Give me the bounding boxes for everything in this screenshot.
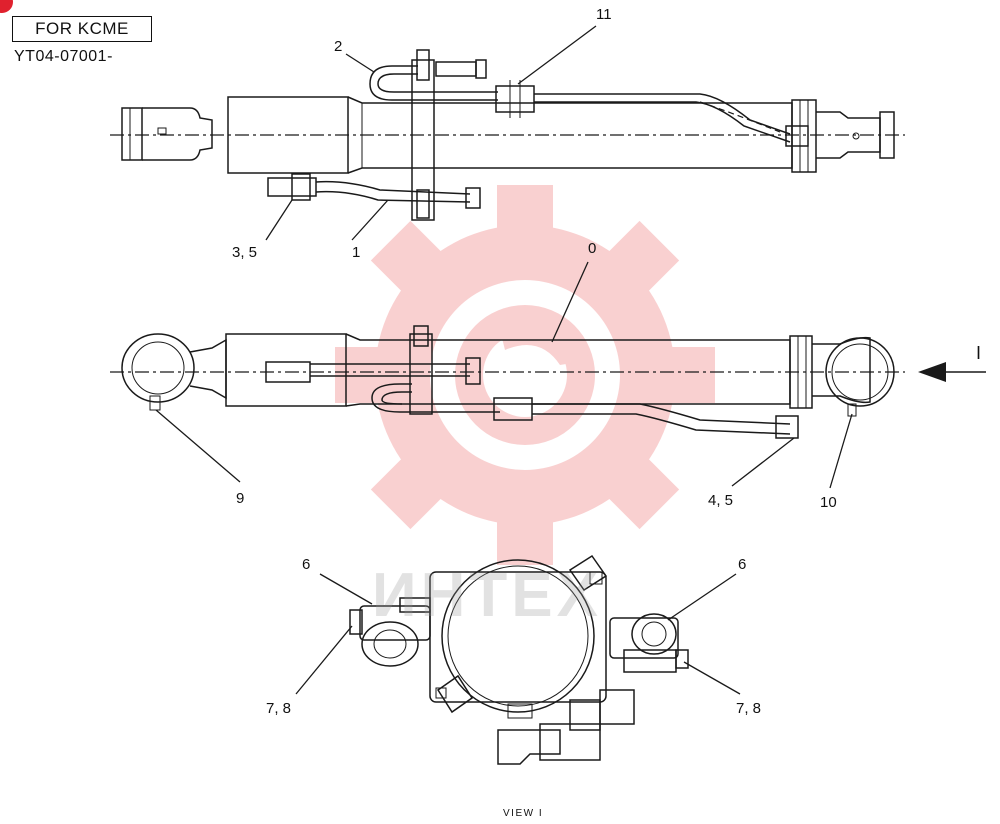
corner-badge — [0, 0, 13, 13]
cylinder-middle-view — [110, 325, 905, 439]
end-view-assembly — [349, 554, 689, 765]
callout-0: 0 — [588, 240, 597, 257]
applicability-label: FOR KCME — [12, 16, 152, 42]
callout-4-5: 4, 5 — [708, 492, 734, 509]
view-caption: VIEW I — [503, 808, 544, 819]
callout-view-i: I — [976, 343, 982, 363]
view-arrow-icon — [918, 362, 986, 382]
callout-6-right: 6 — [738, 556, 747, 573]
callout-2: 2 — [334, 38, 343, 55]
callout-7-8-right: 7, 8 — [736, 700, 762, 717]
callout-1: 1 — [352, 244, 361, 261]
callout-3-5: 3, 5 — [232, 244, 258, 261]
cylinder-top-view — [110, 49, 905, 221]
leader-lines — [155, 25, 853, 695]
callout-10: 10 — [820, 494, 837, 511]
watermark-gear-icon — [335, 185, 715, 565]
callout-7-8-left: 7, 8 — [266, 700, 292, 717]
callout-9: 9 — [236, 490, 245, 507]
serial-number: YT04-07001- — [14, 48, 113, 65]
callout-11: 11 — [596, 6, 612, 23]
applicability-text: FOR KCME — [35, 19, 129, 38]
watermark-text: ИНТЕХ — [372, 561, 602, 630]
callout-6-left: 6 — [302, 556, 311, 573]
